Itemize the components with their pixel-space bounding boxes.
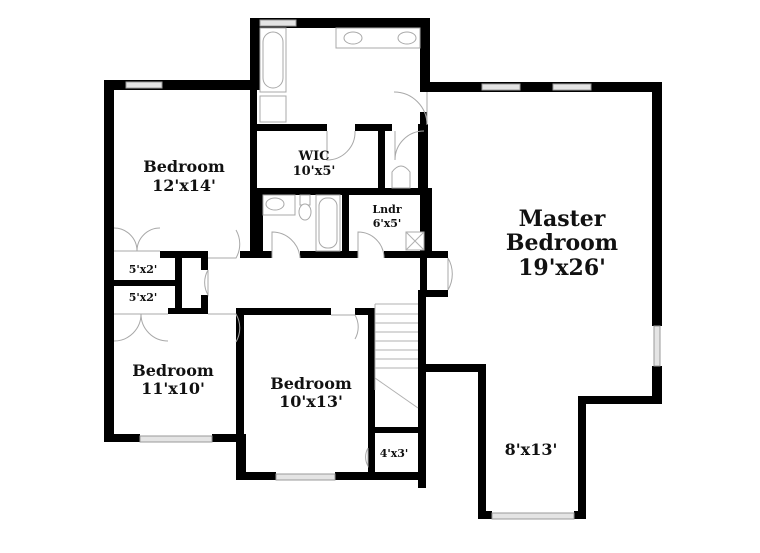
bedroom-2-name: Bedroom (132, 361, 214, 380)
bedroom-2-dims: 11'x10' (141, 379, 205, 398)
master-bedroom-dims: 19'x26' (518, 255, 606, 281)
laundry-dims: 6'x5' (373, 217, 402, 230)
wic-dims: 10'x5' (293, 164, 336, 179)
bedroom-1-name: Bedroom (143, 157, 225, 176)
wic-name: WIC (297, 149, 329, 164)
master-bedroom-name2: Bedroom (506, 230, 618, 256)
bedroom-3-name: Bedroom (270, 374, 352, 393)
fixtures (259, 27, 425, 252)
room-labels: Master Bedroom 19'x26' Bedroom 12'x14' B… (129, 149, 618, 460)
laundry-name: Lndr (372, 203, 401, 216)
stairs (374, 303, 419, 409)
closet-3-dims: 4'x3' (380, 447, 409, 460)
bedroom-1-dims: 12'x14' (152, 176, 216, 195)
closet-2-dims: 5'x2' (129, 291, 158, 304)
bedroom-3-dims: 10'x13' (279, 392, 343, 411)
sitting-area-dims: 8'x13' (505, 440, 558, 459)
master-bedroom-name: Master (519, 206, 606, 232)
doors (113, 91, 453, 468)
windows (125, 19, 661, 520)
walls (104, 18, 662, 519)
closet-1-dims: 5'x2' (129, 263, 158, 276)
